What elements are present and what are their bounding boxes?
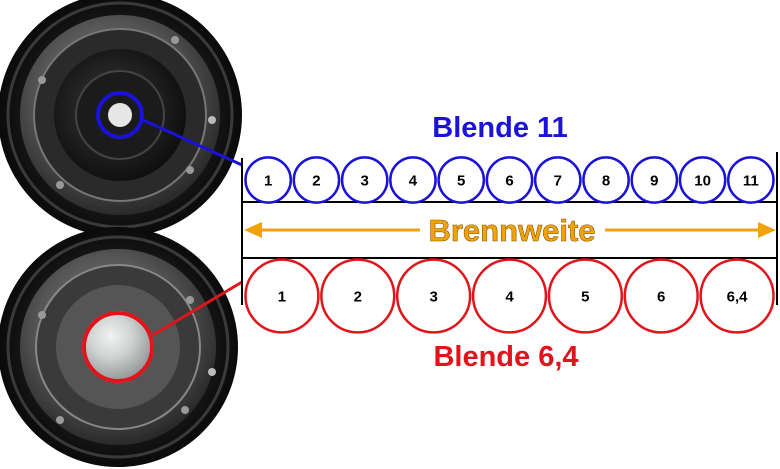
- top-row-circle: [485, 156, 534, 204]
- bottom-row-circle-label: 4: [505, 288, 514, 305]
- top-row-circle: [582, 156, 630, 204]
- top-row-circle-label: 7: [554, 172, 562, 189]
- top-row-circle-label: 11: [743, 172, 759, 189]
- top-title: Blende 11: [432, 112, 567, 144]
- bottom-row-circle-label: 6: [657, 288, 665, 305]
- top-row-circle: [533, 156, 582, 204]
- bottom-row-circle-label: 6,4: [727, 288, 749, 305]
- arrow-label: Brennweite: [428, 213, 595, 248]
- top-row-circle-label: 4: [409, 172, 418, 189]
- bottom-row-circle: [547, 258, 624, 334]
- focal-length-arrow: Brennweite: [244, 213, 776, 248]
- arrow-head-right-icon: [758, 222, 776, 238]
- top-row-circle-label: 9: [650, 172, 658, 189]
- top-row-circle-label: 10: [694, 172, 711, 189]
- bottom-row-circle-label: 1: [278, 288, 286, 305]
- large-aperture-highlight: [82, 311, 154, 383]
- top-row-circle-label: 3: [361, 172, 369, 189]
- bottom-row-circle: [623, 258, 699, 334]
- bottom-row-circle: [395, 258, 472, 334]
- camera-lens-rear-small-aperture-icon: [0, 0, 242, 237]
- top-row-circle-label: 6: [505, 172, 513, 189]
- top-row-circle-label: 8: [602, 172, 610, 189]
- arrow-head-left-icon: [244, 222, 262, 238]
- bottom-row-circle: [244, 258, 320, 334]
- top-row-circle: [630, 156, 679, 204]
- top-row-circle: [292, 156, 341, 204]
- top-row-circle: [244, 156, 293, 204]
- top-circle-row: 1 2 3 4 5 6 7 8 9 10 11: [244, 156, 775, 204]
- bottom-row-circle: [699, 258, 775, 334]
- bottom-row-circle-label: 2: [354, 288, 362, 305]
- top-row-circle: [726, 156, 775, 204]
- bottom-row-circle-label: 3: [429, 288, 437, 305]
- top-row-circle-label: 2: [312, 172, 320, 189]
- bottom-row-circle-label: 5: [581, 288, 589, 305]
- bottom-row-circle: [471, 258, 548, 334]
- top-leader-line: [142, 118, 243, 167]
- small-aperture-highlight: [96, 91, 144, 139]
- top-row-circle: [678, 156, 727, 204]
- top-row-circle: [437, 156, 486, 204]
- camera-lens-rear-large-aperture-icon: [0, 227, 238, 467]
- bottom-title: Blende 6,4: [433, 341, 578, 373]
- top-row-circle-label: 5: [457, 172, 465, 189]
- top-row-circle: [340, 156, 389, 204]
- top-row-circle: [389, 156, 437, 204]
- top-row-circle-label: 1: [264, 172, 272, 189]
- bottom-circle-row: 1 2 3 4 5 6 6,4: [244, 258, 775, 334]
- bottom-leader-line: [152, 280, 243, 337]
- bottom-row-circle: [320, 258, 396, 334]
